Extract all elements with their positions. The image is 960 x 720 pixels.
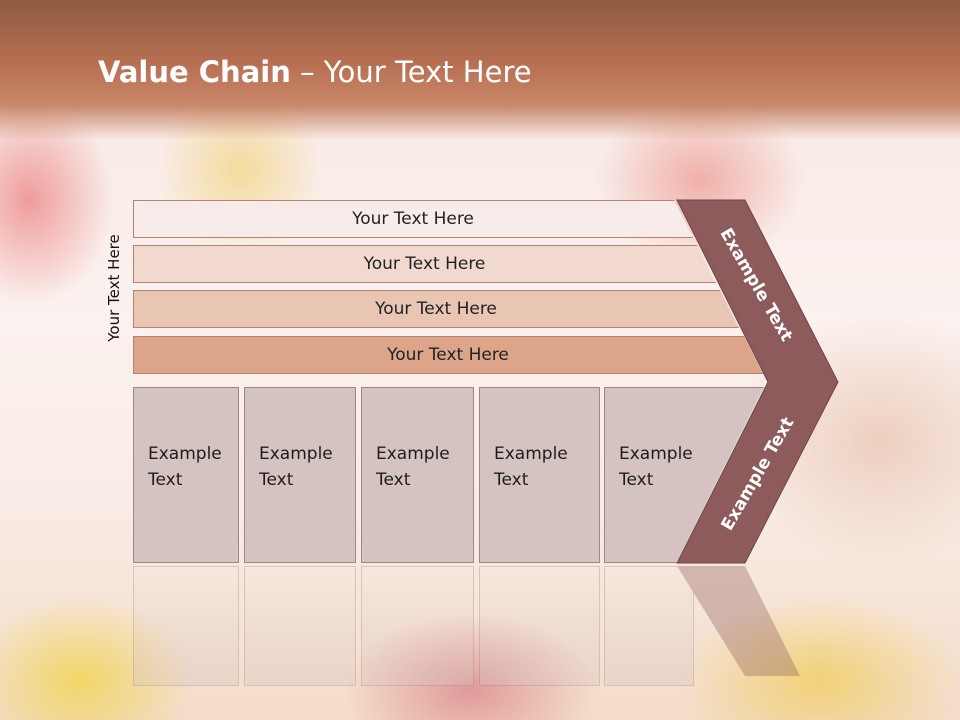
primary-cell-1[interactable]: Example Text <box>133 387 239 563</box>
cell-line1: Example <box>148 444 222 464</box>
cell-line1: Example <box>619 444 693 464</box>
cell-line1: Example <box>494 444 568 464</box>
slide-title[interactable]: Value Chain – Your Text Here <box>98 55 532 89</box>
cell-line1: Example <box>259 444 333 464</box>
cell-line2: Text <box>376 470 411 490</box>
primary-cell-4[interactable]: Example Text <box>479 387 600 563</box>
support-bar-3[interactable]: Your Text Here <box>133 290 739 328</box>
cell-line2: Text <box>494 470 529 490</box>
primary-cell-2[interactable]: Example Text <box>244 387 356 563</box>
title-rest: – Your Text Here <box>290 55 532 89</box>
support-bar-4[interactable]: Your Text Here <box>133 336 763 374</box>
cell-line2: Text <box>619 470 654 490</box>
cell-line1: Example <box>376 444 450 464</box>
cell-line2: Text <box>259 470 294 490</box>
support-bar-2[interactable]: Your Text Here <box>133 245 716 283</box>
primary-cell-3[interactable]: Example Text <box>361 387 474 563</box>
chevron-shape <box>676 199 839 564</box>
support-bar-1[interactable]: Your Text Here <box>133 200 693 238</box>
cell-line2: Text <box>148 470 183 490</box>
header-band <box>0 0 960 140</box>
title-bold: Value Chain <box>98 55 291 89</box>
